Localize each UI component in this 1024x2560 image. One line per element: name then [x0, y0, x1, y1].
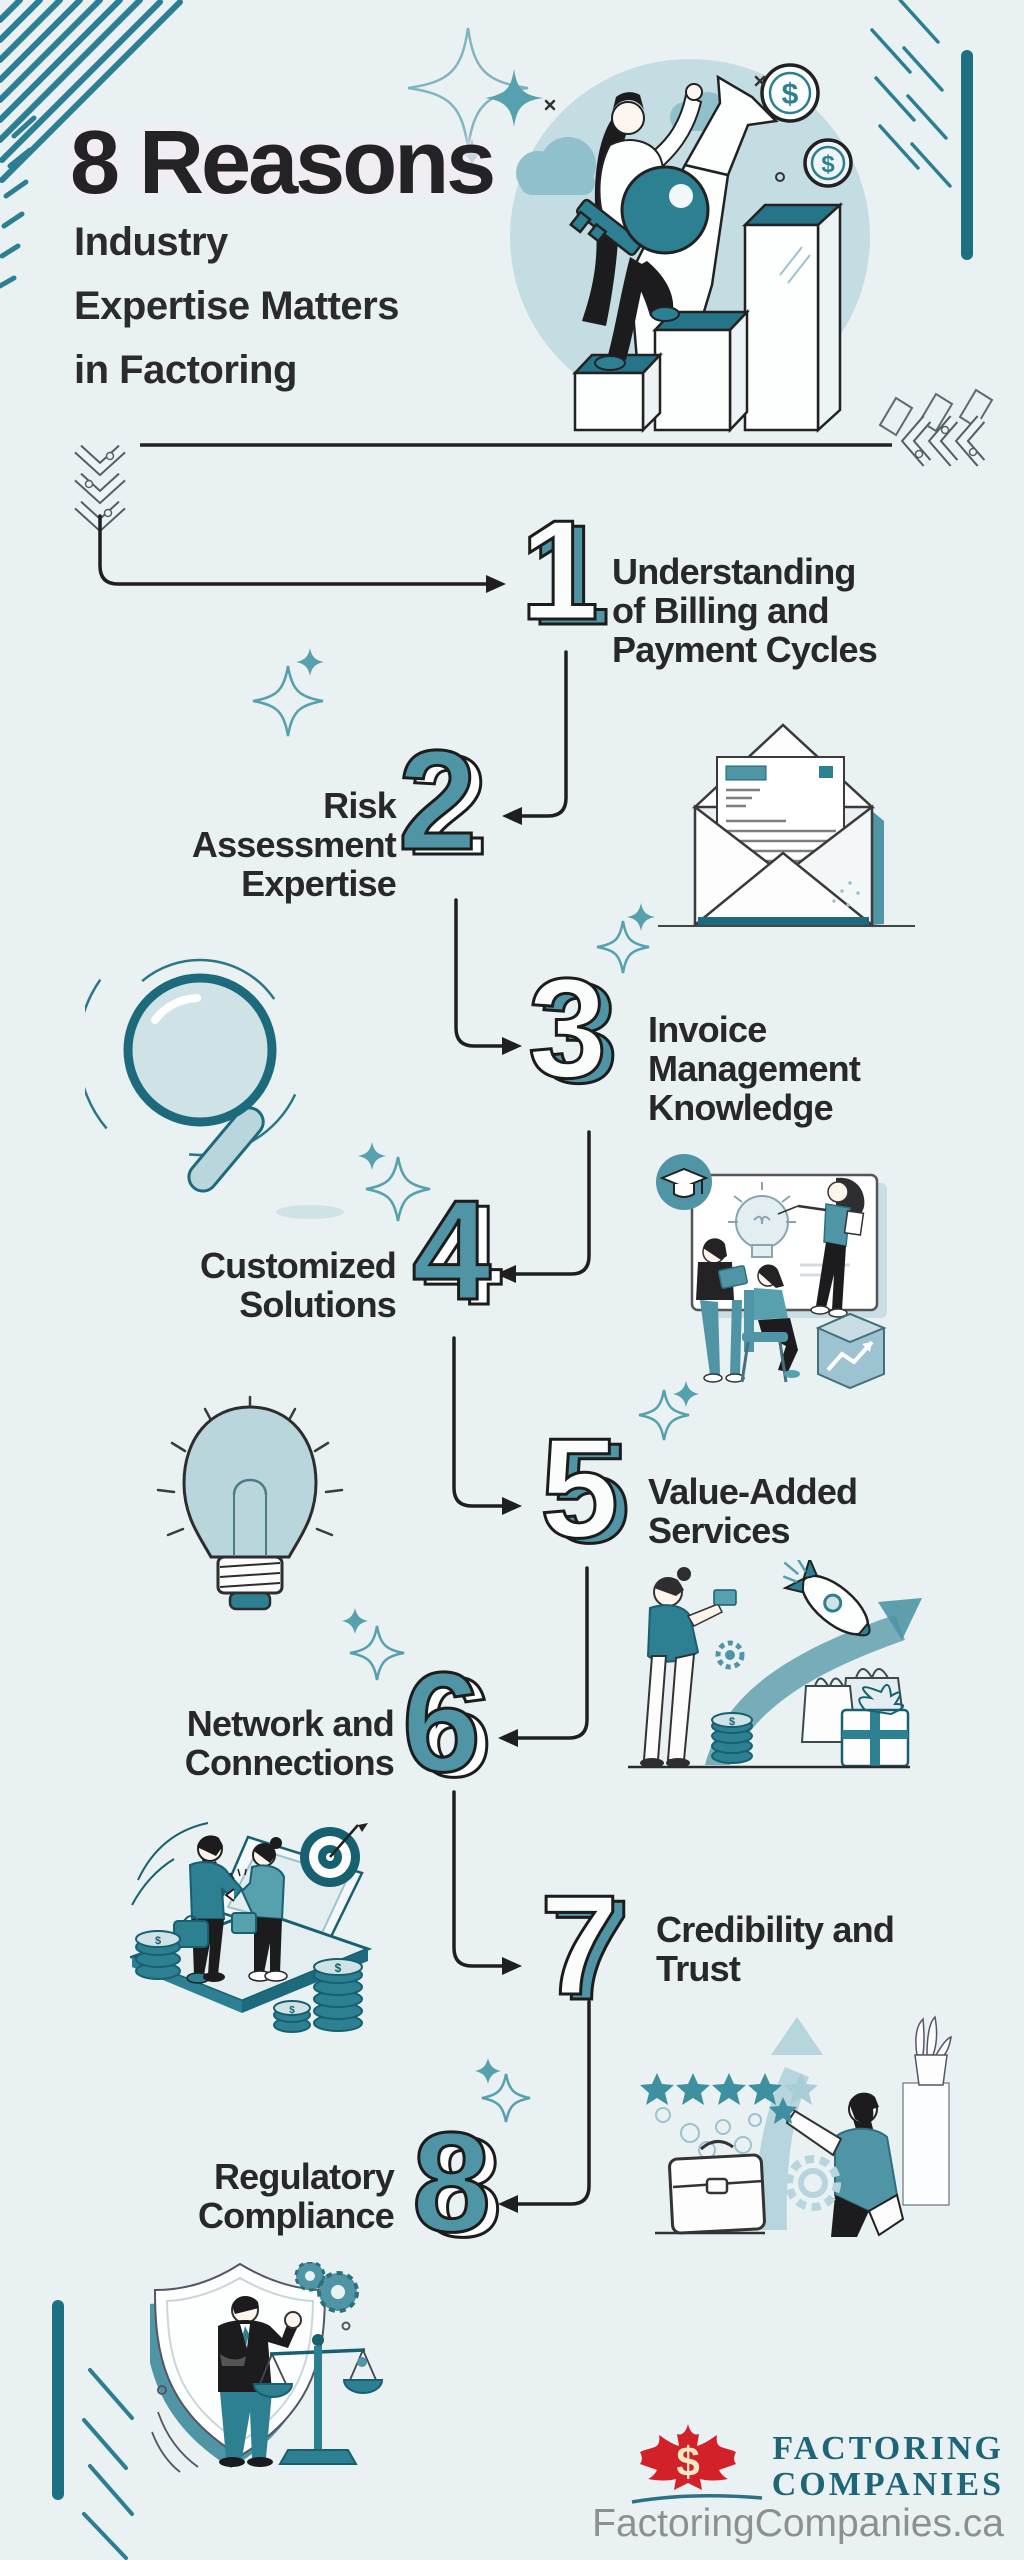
gear-icon: [715, 1640, 745, 1670]
gift-and-bags: [800, 1668, 910, 1768]
hero-illustration: $ $: [510, 59, 870, 434]
lightbulb-illustration: [156, 1395, 344, 1611]
logo-maple-leaf-icon: $: [631, 2424, 763, 2504]
presenter-figure: [777, 1177, 865, 1318]
logo-text-companies: COMPANIES: [771, 2466, 1004, 2503]
businessman-left: [173, 1835, 244, 1984]
magnifier-illustration: [85, 930, 344, 1219]
target-icon: [300, 1823, 368, 1887]
topright-accent-bar: [961, 50, 973, 260]
businessman-right: [224, 1837, 288, 1982]
handshake-illustration: $ $ $: [130, 1822, 373, 2033]
topright-diagonals-icon: [870, 0, 952, 188]
logo-text-factoring: FACTORING: [772, 2430, 1004, 2467]
dollar-coin-icon: $: [803, 138, 853, 188]
compliance-officer-figure: [218, 2296, 302, 2467]
woman-pointing-figure: [640, 1567, 737, 1768]
corner-stripes-icon: [0, 0, 183, 183]
svg-text:$: $: [729, 1716, 735, 1728]
website-url: FactoringCompanies.ca: [592, 2502, 1004, 2545]
coin-stacks: $ $ $: [135, 1930, 363, 2033]
flow-connectors: [98, 514, 591, 2206]
seated-figures: [696, 1238, 800, 1383]
motion-arcs: [131, 1822, 209, 1906]
board-lightbulb: [728, 1182, 796, 1258]
graduation-cap-icon: [656, 1154, 712, 1210]
sparkles: [252, 27, 699, 2123]
right-chevrons-icon: [900, 415, 986, 467]
rating-illustration: [640, 2015, 952, 2237]
subtitle-line: Expertise Matters: [74, 284, 399, 328]
dollar-coin-icon: $: [760, 63, 820, 123]
subtitle-line: in Factoring: [74, 348, 297, 392]
key-icon: [568, 165, 710, 256]
deco-dots: [151, 2321, 367, 2473]
corner-arc-hatch-icon: [0, 115, 37, 289]
gears-icon: [294, 2262, 359, 2313]
envelope-illustration: [658, 723, 915, 928]
page-title: 8 Reasons: [70, 113, 496, 213]
svg-text:$: $: [155, 1935, 161, 1947]
man-reaching-figure: [769, 2015, 952, 2237]
subtitle-line: Industry: [74, 220, 228, 264]
svg-text:$: $: [821, 151, 835, 178]
presentation-illustration: [656, 1154, 887, 1390]
coin-dots: [655, 2107, 762, 2159]
cross-marks: [544, 75, 785, 182]
svg-text:$: $: [289, 2005, 295, 2016]
briefcase-icon: [655, 2140, 766, 2235]
left-chevrons-icon: [74, 444, 126, 533]
footer-accent-bar: [52, 2300, 64, 2500]
cube-growth-icon: [815, 1312, 887, 1390]
svg-text:$: $: [335, 1961, 342, 1975]
coin-stack-icon: $: [711, 1712, 753, 1764]
network-illustration: $: [628, 1560, 922, 1769]
justice-scales-icon: [252, 2334, 384, 2465]
star-row: [640, 2073, 818, 2105]
svg-text:$: $: [782, 78, 799, 111]
plant-icon: [914, 2015, 952, 2086]
shield-illustration: [150, 2262, 384, 2473]
svg-text:$: $: [676, 2438, 699, 2485]
flow-arrowheads: [486, 575, 522, 2213]
page-subtitle: Industry Expertise Matters in Factoring: [74, 210, 399, 402]
gear-outline-icon: [785, 2155, 841, 2211]
rocket-icon: [782, 1560, 871, 1637]
footer-diagonals-icon: [82, 2368, 134, 2560]
